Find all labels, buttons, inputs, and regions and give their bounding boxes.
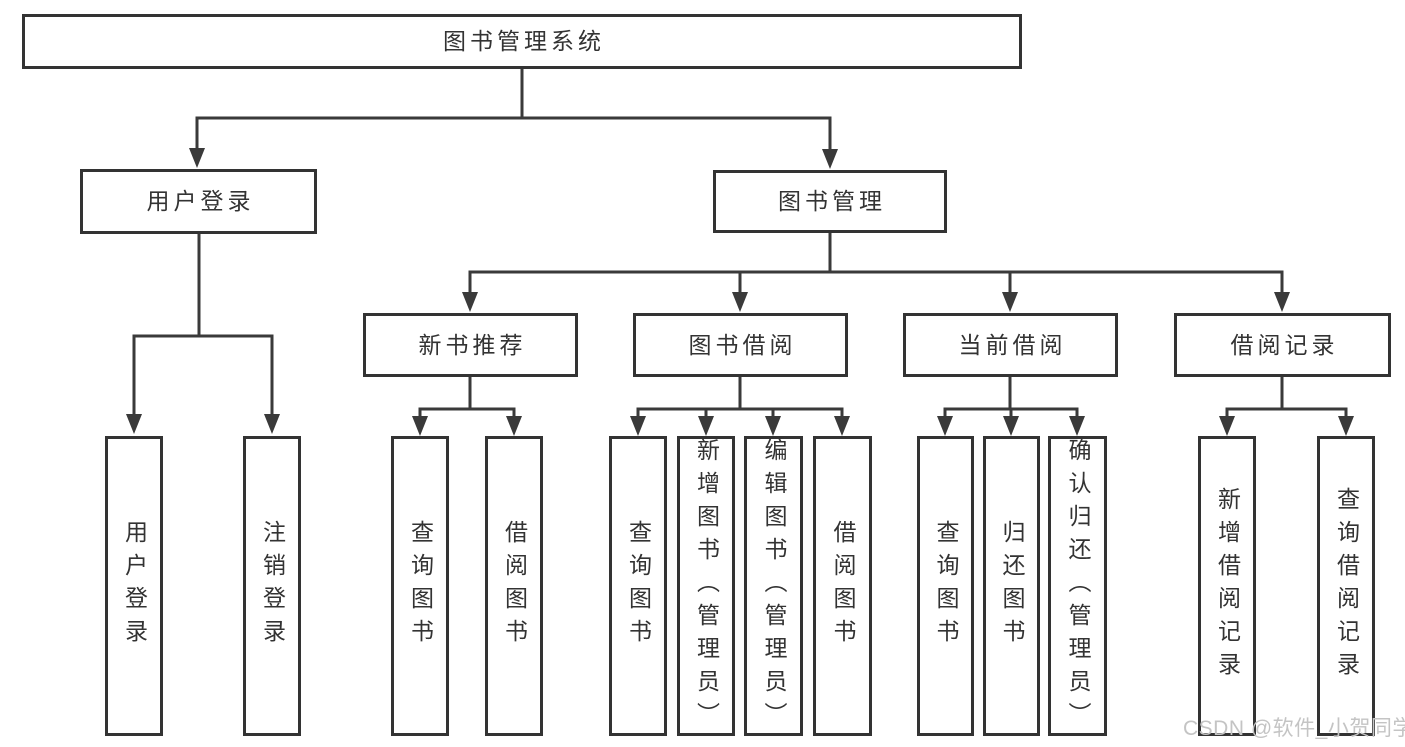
node-book-management: 图书管理 xyxy=(713,170,947,233)
node-book-borrow: 图书借阅 xyxy=(633,313,848,377)
node-label: 新书推荐 xyxy=(418,331,527,358)
node-label: 查询借阅记录 xyxy=(1333,487,1360,685)
node-label: 用户登录 xyxy=(121,520,148,652)
leaf-edit-book-admin: 编辑图书（管理员） xyxy=(744,436,803,736)
node-label: 图书管理系统 xyxy=(443,28,605,54)
node-label: 借阅记录 xyxy=(1230,331,1339,358)
node-label: 图书管理 xyxy=(778,188,886,214)
leaf-query-borrow-record: 查询借阅记录 xyxy=(1317,436,1375,736)
csdn-watermark: CSDN @软件_小贺同学 xyxy=(1183,717,1405,740)
node-label: 用户登录 xyxy=(146,188,255,214)
node-library-system: 图书管理系统 xyxy=(22,14,1022,69)
leaf-borrow-books-recommend: 借阅图书 xyxy=(485,436,543,736)
leaf-query-books-current: 查询图书 xyxy=(917,436,974,736)
leaf-logout: 注销登录 xyxy=(243,436,301,736)
leaf-borrow-books: 借阅图书 xyxy=(813,436,872,736)
node-label: 归还图书 xyxy=(999,520,1025,652)
node-label: 借阅图书 xyxy=(501,520,528,652)
node-label: 查询图书 xyxy=(933,520,959,652)
node-borrow-records: 借阅记录 xyxy=(1174,313,1391,377)
node-label: 查询图书 xyxy=(625,520,652,652)
node-label: 确认归还（管理员） xyxy=(1065,437,1091,735)
node-label: 查询图书 xyxy=(407,520,434,652)
leaf-query-books-recommend: 查询图书 xyxy=(391,436,449,736)
node-label: 新增借阅记录 xyxy=(1214,487,1241,685)
node-label: 编辑图书（管理员） xyxy=(761,437,787,735)
leaf-query-books-borrow: 查询图书 xyxy=(609,436,667,736)
leaf-add-borrow-record: 新增借阅记录 xyxy=(1198,436,1256,736)
leaf-user-login: 用户登录 xyxy=(105,436,163,736)
leaf-return-book: 归还图书 xyxy=(983,436,1040,736)
node-user-login: 用户登录 xyxy=(80,169,317,234)
node-current-borrow: 当前借阅 xyxy=(903,313,1118,377)
node-label: 当前借阅 xyxy=(958,331,1067,358)
node-label: 图书借阅 xyxy=(688,331,797,358)
node-label: 借阅图书 xyxy=(830,520,856,652)
leaf-confirm-return-admin: 确认归还（管理员） xyxy=(1048,436,1107,736)
node-label: 注销登录 xyxy=(259,520,286,652)
node-new-book-recommend: 新书推荐 xyxy=(363,313,578,377)
leaf-add-book-admin: 新增图书（管理员） xyxy=(677,436,735,736)
node-label: 新增图书（管理员） xyxy=(693,437,720,735)
